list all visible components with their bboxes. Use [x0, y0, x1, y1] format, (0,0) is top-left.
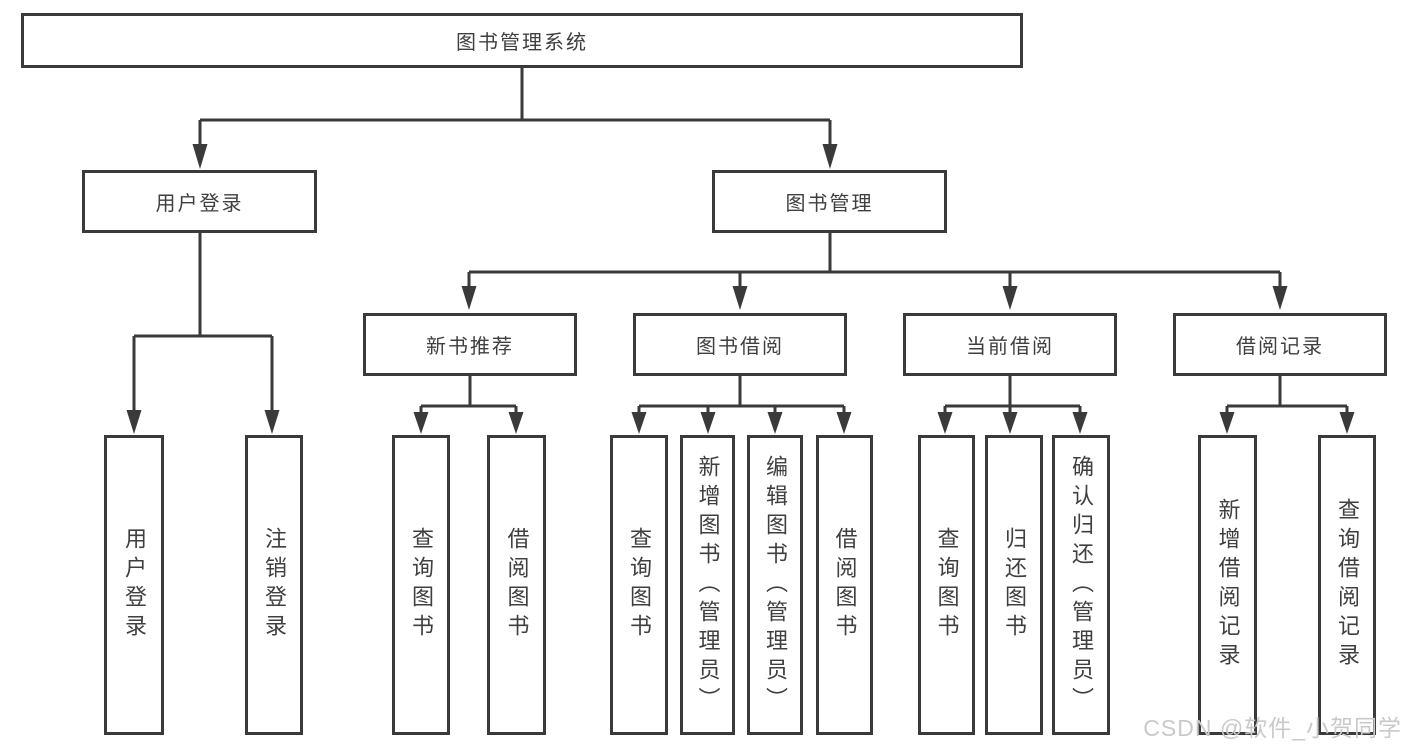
leaf-borrow-edit-admin-label: 编辑图书（管理员） — [763, 454, 788, 716]
leaf-current-return-label: 归还图书 — [1002, 527, 1027, 643]
leaf-borrow-borrow-label: 借阅图书 — [832, 527, 858, 643]
leaf-borrow-add-admin-label: 新增图书（管理员） — [695, 454, 721, 716]
leaf-user-login: 用户登录 — [104, 435, 164, 735]
csdn-watermark: CSDN @软件_小贺同学 — [1143, 715, 1402, 741]
connector-borrow-records-children — [1219, 376, 1355, 434]
node-root-system: 图书管理系统 — [21, 13, 1023, 68]
node-book-borrow-label: 图书借阅 — [696, 336, 784, 358]
leaf-newbooks-borrow: 借阅图书 — [487, 435, 546, 735]
leaf-current-query-label: 查询图书 — [934, 527, 960, 643]
leaf-newbooks-borrow-label: 借阅图书 — [504, 527, 530, 643]
node-root-label: 图书管理系统 — [456, 32, 588, 54]
node-book-management: 图书管理 — [712, 170, 947, 233]
connector-current-borrow-children — [937, 376, 1088, 434]
leaf-borrow-edit-admin: 编辑图书（管理员） — [747, 435, 803, 735]
node-user-login-label: 用户登录 — [155, 193, 244, 215]
leaf-current-query: 查询图书 — [918, 435, 975, 735]
leaf-records-add: 新增借阅记录 — [1198, 435, 1257, 735]
connector-new-books-children — [413, 376, 524, 434]
leaf-newbooks-query-label: 查询图书 — [409, 527, 434, 643]
leaf-current-confirm-admin: 确认归还（管理员） — [1052, 435, 1110, 735]
node-borrow-records-label: 借阅记录 — [1236, 336, 1324, 358]
leaf-borrow-borrow: 借阅图书 — [816, 435, 873, 735]
node-new-books: 新书推荐 — [363, 313, 577, 376]
node-borrow-records: 借阅记录 — [1173, 313, 1387, 376]
node-book-borrow: 图书借阅 — [633, 313, 847, 376]
node-user-login: 用户登录 — [82, 170, 317, 233]
connector-book-borrow-children — [631, 376, 852, 434]
leaf-current-return: 归还图书 — [985, 435, 1043, 735]
connector-book-management-children — [461, 233, 1288, 310]
leaf-logout-label: 注销登录 — [262, 527, 287, 643]
leaf-current-confirm-admin-label: 确认归还（管理员） — [1069, 454, 1094, 716]
node-current-borrow-label: 当前借阅 — [966, 336, 1054, 358]
leaf-logout: 注销登录 — [245, 435, 303, 735]
node-current-borrow: 当前借阅 — [903, 313, 1117, 376]
node-book-management-label: 图书管理 — [785, 193, 874, 215]
leaf-newbooks-query: 查询图书 — [392, 435, 450, 735]
leaf-borrow-add-admin: 新增图书（管理员） — [680, 435, 735, 735]
leaf-borrow-query: 查询图书 — [610, 435, 668, 735]
leaf-user-login-label: 用户登录 — [122, 527, 147, 643]
connector-root-to-level2 — [192, 68, 838, 169]
leaf-records-query: 查询借阅记录 — [1318, 435, 1376, 735]
leaf-records-add-label: 新增借阅记录 — [1215, 498, 1241, 672]
leaf-borrow-query-label: 查询图书 — [627, 527, 652, 643]
node-new-books-label: 新书推荐 — [426, 336, 514, 358]
connector-user-login-children — [126, 233, 280, 434]
leaf-records-query-label: 查询借阅记录 — [1335, 498, 1360, 672]
